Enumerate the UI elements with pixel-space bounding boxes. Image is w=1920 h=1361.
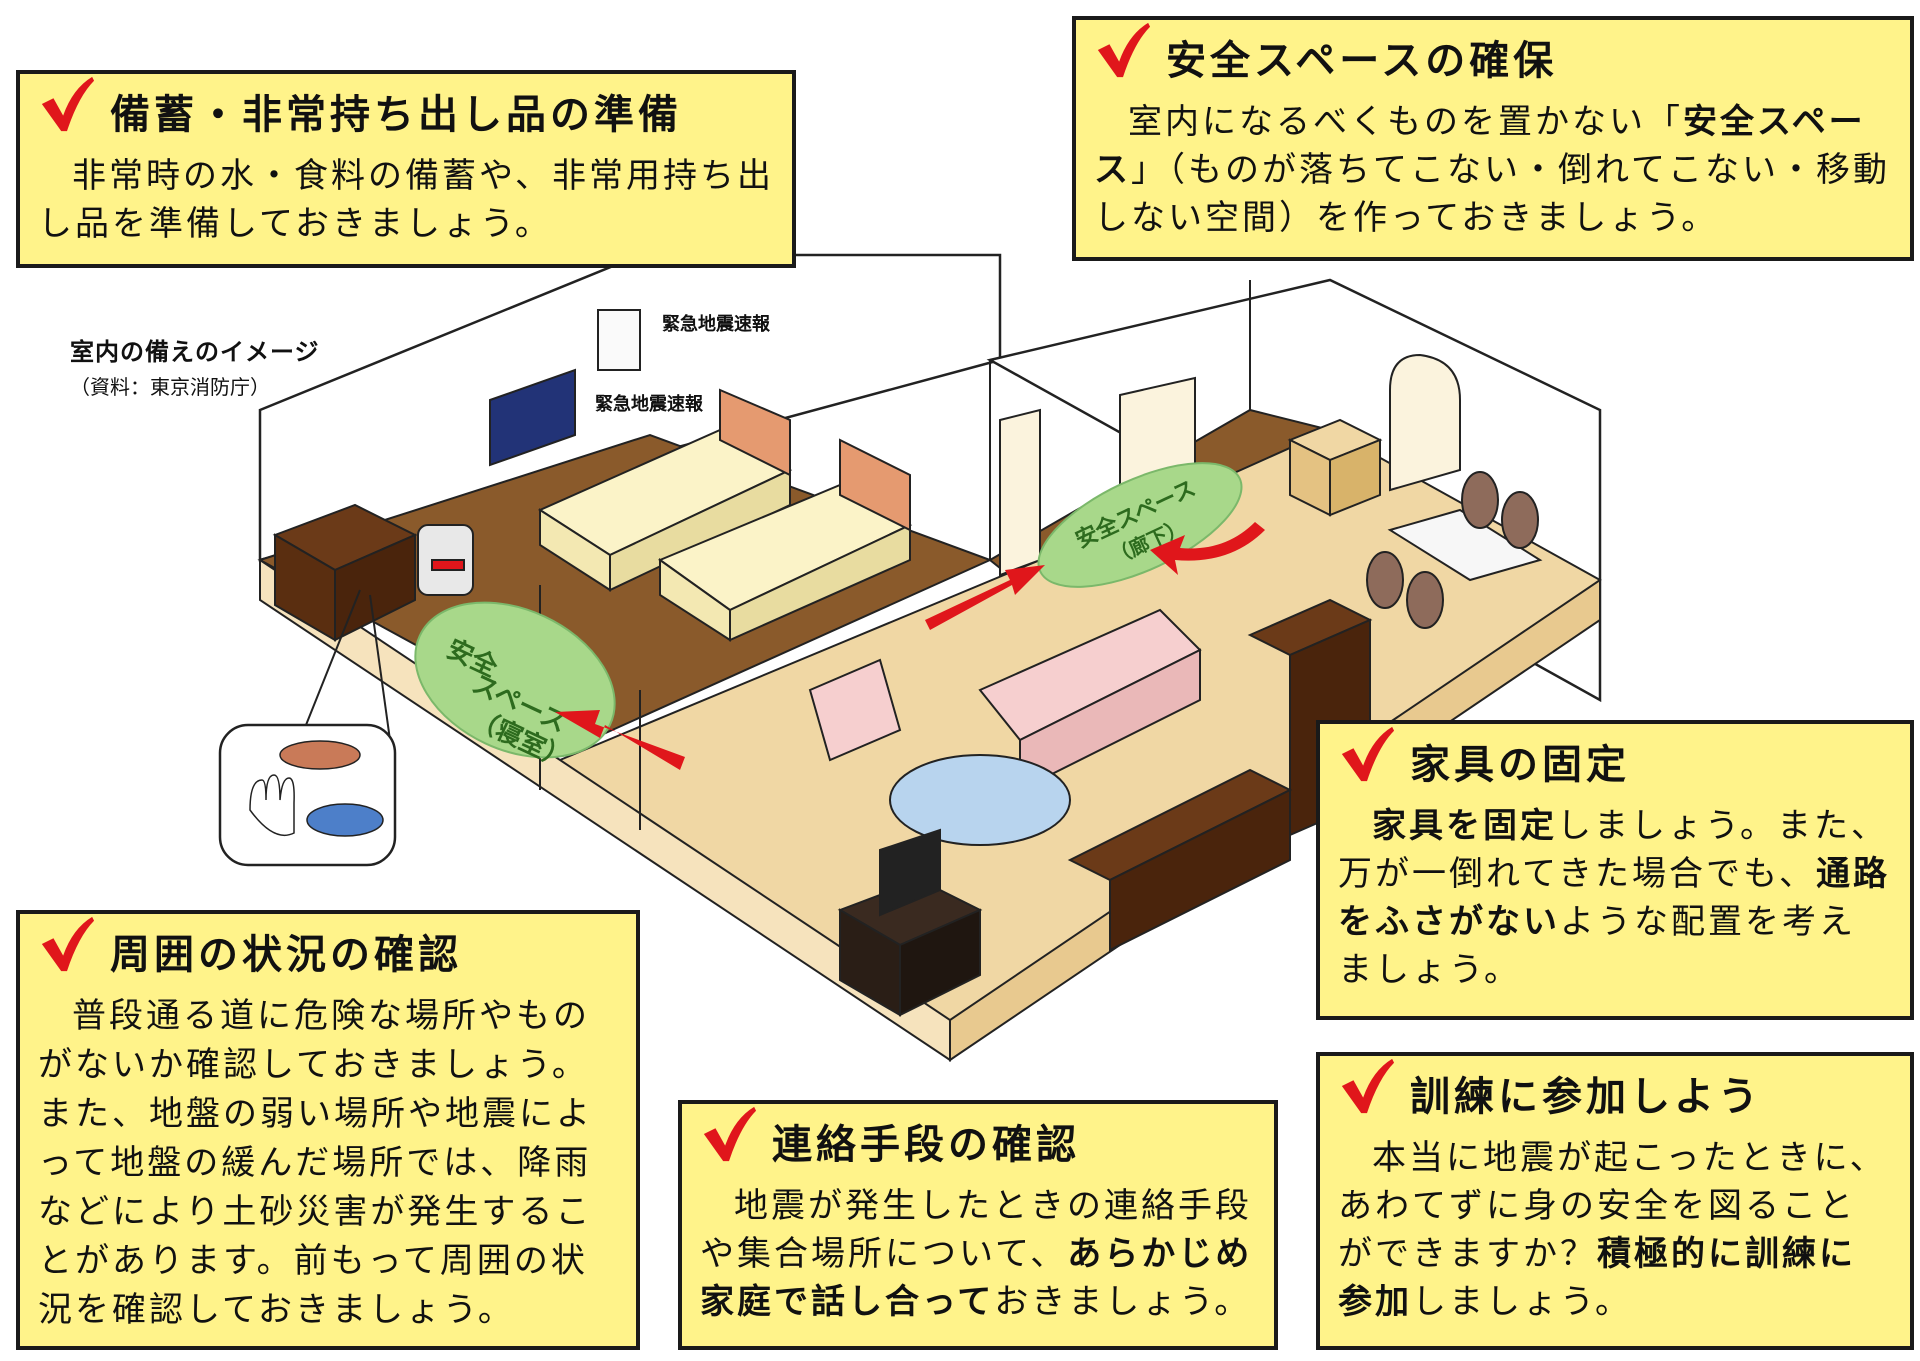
check-icon	[41, 916, 95, 972]
armchair	[808, 658, 902, 762]
surroundings-body: 普段通る道に危険な場所やものがないか確認しておきましょう。また、地盤の弱い場所や…	[38, 996, 593, 1330]
stockpile-title: 備蓄・非常持ち出し品の準備	[110, 92, 682, 138]
safe-zone-bedroom	[414, 601, 616, 759]
bed	[537, 388, 913, 642]
stockpile-body: 非常時の水・食料の備蓄や、非常用持ち出し品を準備しておきましょう。	[38, 156, 774, 244]
sofa	[978, 608, 1202, 792]
drill-body: 本当に地震が起こったときに、あわてずに身の安全を図ることができますか？積極的に訓…	[1338, 1138, 1887, 1322]
surroundings-box: 周囲の状況の確認 普段通る道に危険な場所やものがないか確認しておきましょう。また…	[16, 910, 640, 1350]
caption-source: （資料：東京消防庁）	[70, 375, 270, 399]
stockpile-box: 備蓄・非常持ち出し品の準備 非常時の水・食料の備蓄や、非常用持ち出し品を準備して…	[16, 70, 796, 268]
furniture-body: 家具を固定しましょう。また、万が一倒れてきた場合でも、通路をふさがないような配置…	[1338, 806, 1890, 990]
backpack	[417, 524, 474, 596]
caption-title: 室内の備えのイメージ	[70, 338, 320, 366]
arrow-icon	[555, 522, 1265, 770]
check-icon	[703, 1106, 757, 1162]
check-icon	[1341, 726, 1395, 782]
contact-box: 連絡手段の確認 地震が発生したときの連絡手段や集合場所について、あらかじめ家庭で…	[678, 1100, 1278, 1350]
drill-box: 訓練に参加しよう 本当に地震が起こったときに、あわてずに身の安全を図ることができ…	[1316, 1052, 1914, 1350]
emergency-supplies-inset	[218, 589, 397, 867]
dresser	[272, 503, 418, 642]
safe-space-title: 安全スペースの確保	[1166, 38, 1558, 84]
safe-space-body: 室内になるべくものを置かない「安全スペース」（ものが落ちてこない・倒れてこない・…	[1094, 102, 1890, 238]
check-icon	[41, 76, 95, 132]
tv-stand	[837, 828, 983, 1017]
safe-zone-hallway	[1037, 462, 1243, 588]
coffee-table	[889, 754, 1071, 846]
eew-label-tv: 緊急地震速報	[595, 393, 704, 415]
dining-table	[1387, 508, 1543, 582]
furniture-title: 家具の固定	[1410, 742, 1630, 788]
safe-space-emphasis: 安全スペース	[1094, 102, 1866, 190]
drill-title: 訓練に参加しよう	[1410, 1074, 1762, 1120]
door	[999, 353, 1461, 577]
check-icon	[1097, 22, 1151, 78]
eew-label-top: 緊急地震速報	[662, 313, 771, 335]
safe-space-box: 安全スペースの確保 室内になるべくものを置かない「安全スペース」（ものが落ちてこ…	[1072, 16, 1914, 261]
illustration-caption: 室内の備えのイメージ （資料：東京消防庁）	[70, 332, 320, 400]
hall-chest	[1287, 418, 1383, 517]
contact-title: 連絡手段の確認	[772, 1122, 1080, 1168]
intercom	[597, 309, 641, 371]
surroundings-title: 周囲の状況の確認	[110, 932, 462, 978]
wall-tv	[489, 368, 576, 467]
contact-body: 地震が発生したときの連絡手段や集合場所について、あらかじめ家庭で話し合っておきま…	[700, 1186, 1253, 1322]
dining-chair	[1366, 471, 1539, 629]
check-icon	[1341, 1058, 1395, 1114]
furniture-box: 家具の固定 家具を固定しましょう。また、万が一倒れてきた場合でも、通路をふさがな…	[1316, 720, 1914, 1020]
